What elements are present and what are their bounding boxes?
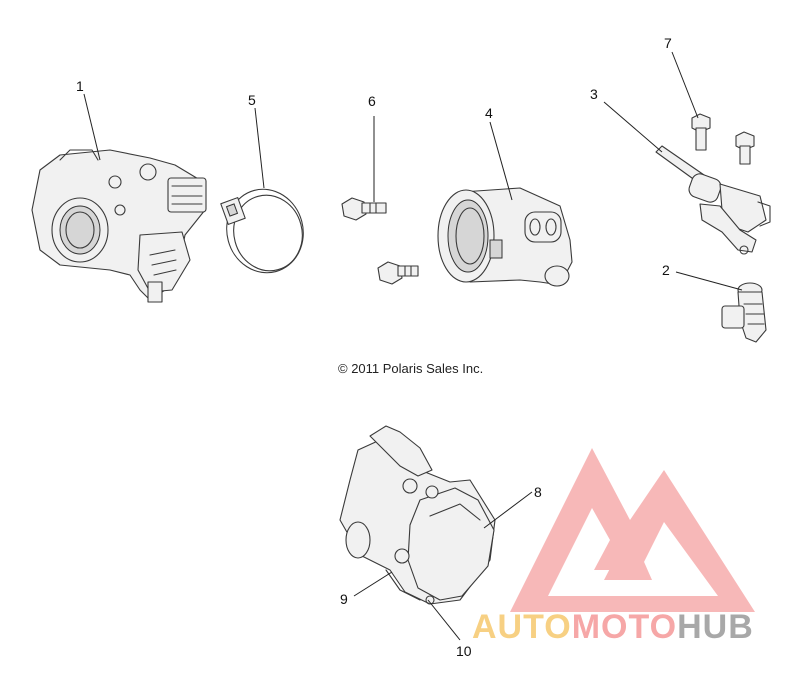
throttle-body-part-1	[31, 149, 207, 303]
callout-1: 1	[76, 78, 84, 94]
watermark-part-auto: AUTO	[472, 608, 572, 646]
callout-8: 8	[534, 484, 542, 500]
callout-5: 5	[248, 92, 256, 108]
copyright-notice: © 2011 Polaris Sales Inc.	[338, 361, 484, 376]
leader-lines	[83, 51, 743, 641]
callout-3: 3	[590, 86, 598, 102]
bolt-part-6-lower	[377, 261, 419, 285]
intake-adapter-part-4	[437, 187, 573, 287]
bolt-part-7-right	[735, 131, 755, 165]
bolt-part-7-left	[691, 113, 711, 151]
callout-4: 4	[485, 105, 493, 121]
callout-9: 9	[340, 591, 348, 607]
fuel-rail-part-3	[655, 145, 771, 255]
watermark-logo	[510, 448, 755, 612]
callout-10: 10	[456, 643, 472, 659]
throttle-assembly-part-8	[339, 425, 496, 605]
clamp-part-5	[220, 188, 304, 274]
bolt-part-6-upper	[341, 197, 387, 221]
callout-7: 7	[664, 35, 672, 51]
callout-2: 2	[662, 262, 670, 278]
watermark-part-hub: HUB	[677, 608, 754, 646]
fuel-injector-part-2	[721, 282, 767, 343]
watermark-text: AUTOMOTOHUB	[472, 608, 754, 647]
callout-6: 6	[368, 93, 376, 109]
watermark-part-moto: MOTO	[571, 608, 678, 646]
